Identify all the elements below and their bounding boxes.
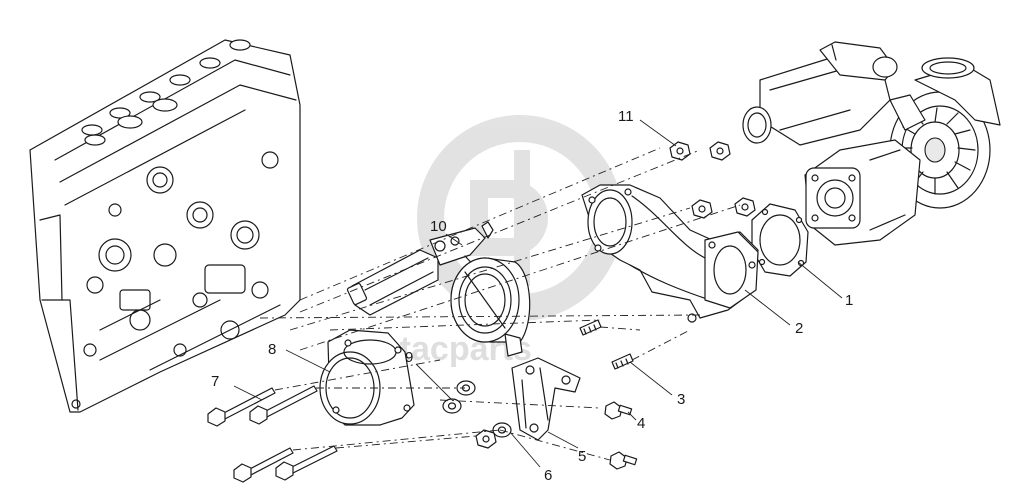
callout-8: 8 bbox=[268, 341, 276, 358]
callout-9: 9 bbox=[405, 349, 413, 366]
part-8-flange bbox=[319, 329, 415, 426]
callout-11: 11 bbox=[618, 108, 634, 125]
engine-block bbox=[29, 39, 301, 413]
part-9-washers bbox=[442, 380, 512, 438]
callout-5: 5 bbox=[578, 448, 586, 465]
callout-1: 1 bbox=[845, 292, 853, 309]
part-4-cap-screws bbox=[604, 401, 638, 470]
part-6-nuts bbox=[475, 429, 497, 449]
leader-lines bbox=[233, 119, 843, 468]
callout-3: 3 bbox=[677, 391, 685, 408]
callout-4: 4 bbox=[637, 415, 645, 432]
part-1-gasket bbox=[751, 203, 809, 277]
callout-10: 10 bbox=[430, 218, 447, 235]
part-10-actuator-valve bbox=[346, 221, 531, 357]
part-11-nuts bbox=[669, 141, 756, 219]
part-2-exhaust-elbow bbox=[581, 184, 759, 323]
turbocharger bbox=[742, 41, 1001, 246]
assembly-centerlines bbox=[259, 147, 741, 461]
callout-labels: 1 2 3 4 5 6 7 8 9 10 11 bbox=[211, 108, 853, 484]
callout-6: 6 bbox=[544, 467, 552, 484]
part-5-bracket bbox=[511, 357, 581, 441]
part-7-bolts bbox=[207, 385, 338, 483]
callout-7: 7 bbox=[211, 373, 219, 390]
callout-2: 2 bbox=[795, 320, 803, 337]
